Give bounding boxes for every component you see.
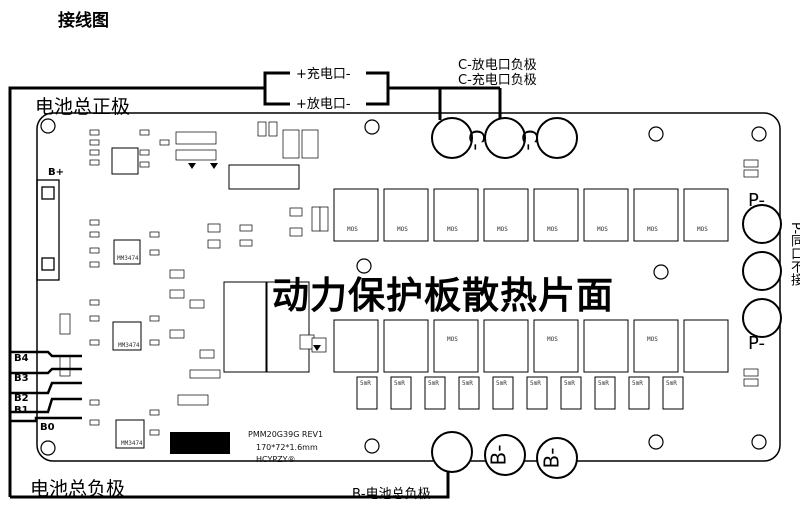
resistor-label: 5mR — [564, 380, 575, 387]
resistor-label: 5mR — [530, 380, 541, 387]
ic-label: MM3474 — [118, 342, 140, 349]
b-total-negative-label: B-电池总负极 — [352, 487, 431, 502]
ic-label: MM3474 — [121, 440, 143, 447]
ic-label: MM3474 — [117, 255, 139, 262]
serial-pad — [170, 432, 230, 454]
wire-lines — [8, 71, 502, 499]
resistor-label: 5mR — [462, 380, 473, 387]
mos-label: MOS — [647, 336, 658, 343]
mos-label: MOS — [397, 226, 408, 233]
mos-label: MOS — [547, 336, 558, 343]
heatsink-label: 动力保护板散热片面 — [272, 274, 614, 317]
resistor-label: 5mR — [428, 380, 439, 387]
c-charge-label: C-充电口负极 — [458, 73, 537, 88]
b0-label: B0 — [40, 422, 55, 433]
mos-label: MOS — [597, 226, 608, 233]
power-modules — [223, 281, 310, 373]
c-mark-1: C- — [464, 129, 489, 151]
b-plus-connector — [36, 179, 60, 281]
mos-label: MOS — [347, 226, 358, 233]
c-mark-2: C- — [517, 129, 542, 151]
resistor-label: 5mR — [360, 380, 371, 387]
c-discharge-label: C-放电口负极 — [458, 58, 537, 73]
board-size: 170*72*1.6mm — [256, 443, 318, 452]
board-brand: HCYPZY® — [256, 455, 296, 464]
mounting-holes — [40, 118, 767, 456]
mos-label: MOS — [647, 226, 658, 233]
b-terminals — [431, 431, 578, 479]
p-note-label: P-同口不接 — [788, 222, 800, 287]
discharge-port-label: +放电口- — [296, 97, 351, 112]
p-minus-top-label: P- — [748, 190, 765, 211]
smd-components — [59, 121, 759, 436]
mos-top-row — [333, 188, 729, 242]
page-title: 接线图 — [58, 11, 109, 31]
mos-label: MOS — [547, 226, 558, 233]
charge-port-label: +充电口- — [296, 67, 351, 82]
resistor-label: 5mR — [496, 380, 507, 387]
battery-negative-label: 电池总负极 — [30, 478, 126, 500]
board-model: PMM20G39G REV1 — [248, 430, 324, 439]
b4-label: B4 — [14, 353, 29, 364]
b-plus-label: B+ — [48, 167, 65, 178]
b-mark-1: B- — [486, 444, 511, 466]
b-mark-2: B- — [539, 447, 564, 469]
mos-bottom-row — [333, 319, 729, 373]
mos-label: MOS — [447, 226, 458, 233]
c-terminals — [431, 117, 578, 159]
control-ics — [111, 147, 300, 449]
b3-label: B3 — [14, 373, 29, 384]
p-terminals — [742, 204, 782, 338]
battery-positive-label: 电池总正极 — [35, 96, 131, 118]
mos-label: MOS — [497, 226, 508, 233]
shunt-resistors — [356, 376, 684, 410]
mos-label: MOS — [697, 226, 708, 233]
mos-label: MOS — [447, 336, 458, 343]
resistor-label: 5mR — [598, 380, 609, 387]
diodes — [188, 163, 321, 351]
b1-label: B1 — [14, 405, 29, 416]
resistor-label: 5mR — [394, 380, 405, 387]
resistor-label: 5mR — [632, 380, 643, 387]
resistor-label: 5mR — [666, 380, 677, 387]
b2-label: B2 — [14, 393, 29, 404]
p-minus-bottom-label: P- — [748, 333, 765, 354]
balance-wires — [11, 350, 82, 423]
